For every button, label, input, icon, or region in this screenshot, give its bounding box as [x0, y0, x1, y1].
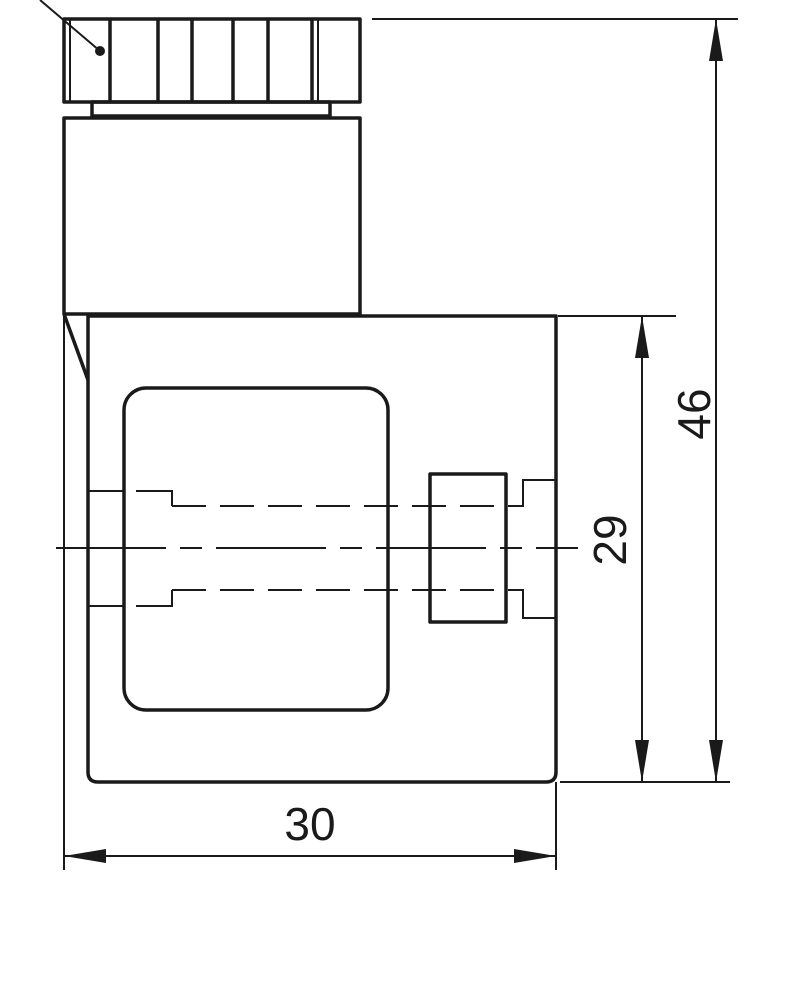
- body-outline: [86, 314, 558, 784]
- arrow-body-top: [635, 316, 649, 358]
- hidden-bore: [88, 479, 556, 619]
- dimension-label-body-height: 29: [584, 514, 636, 565]
- dimension-width: 30: [63, 314, 557, 870]
- leader-dot: [95, 46, 105, 56]
- arrow-body-bottom: [635, 740, 649, 782]
- body-chamfer: [62, 313, 90, 381]
- dimension-body-height: 29: [558, 315, 730, 783]
- dimension-total-height: 46: [372, 18, 738, 782]
- arrow-left: [64, 849, 106, 863]
- dimension-label-total-height: 46: [668, 388, 720, 439]
- arrow-total-bottom: [709, 740, 723, 782]
- leader-line: [39, 0, 105, 56]
- upper-housing: [62, 116, 362, 316]
- gland-collar: [90, 100, 332, 118]
- arrow-total-top: [709, 19, 723, 61]
- gland-knurl-lines: [69, 19, 319, 102]
- cable-gland: [62, 17, 362, 118]
- dimension-label-width: 30: [284, 798, 335, 850]
- arrow-right: [514, 849, 556, 863]
